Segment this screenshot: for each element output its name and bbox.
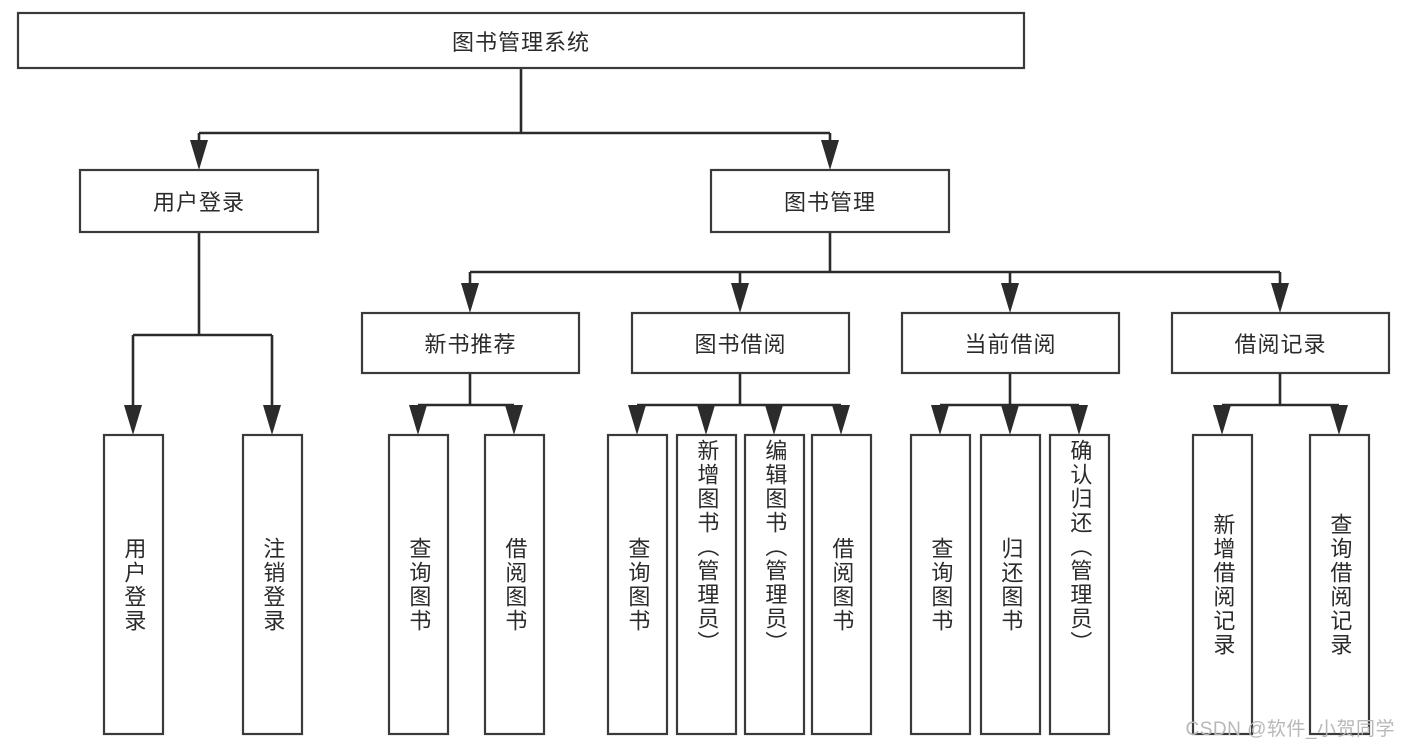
node-box-leaf-query-book-cur[interactable] xyxy=(909,433,972,736)
arrowhead-leaf-edit-book xyxy=(765,405,783,435)
node-box-book-management[interactable] xyxy=(709,168,951,234)
node-box-leaf-return-book[interactable] xyxy=(979,433,1042,736)
arrowhead-current-borrow xyxy=(1001,283,1019,313)
node-layer xyxy=(16,11,1391,736)
node-box-leaf-borrow-book-bor[interactable] xyxy=(810,433,873,736)
arrowhead-borrow-record xyxy=(1271,283,1289,313)
node-box-leaf-user-logout[interactable] xyxy=(241,433,304,736)
node-box-leaf-user-login[interactable] xyxy=(102,433,165,736)
arrowhead-leaf-borrow-book-bor xyxy=(832,405,850,435)
node-box-leaf-borrow-book-rec[interactable] xyxy=(483,433,546,736)
arrowhead-leaf-confirm-return xyxy=(1070,405,1088,435)
arrowhead-leaf-user-login xyxy=(124,405,142,435)
arrowhead-book-management xyxy=(821,140,839,170)
watermark-text: CSDN @软件_小贺同学 xyxy=(1185,719,1395,740)
node-box-user-login[interactable] xyxy=(78,168,320,234)
node-box-root[interactable] xyxy=(16,11,1026,70)
node-box-new-book-recommend[interactable] xyxy=(360,311,581,375)
arrowhead-leaf-borrow-book-rec xyxy=(505,405,523,435)
connector-layer xyxy=(124,68,1348,435)
arrowhead-new-book-recommend xyxy=(461,283,479,313)
node-box-borrow-record[interactable] xyxy=(1170,311,1391,375)
node-box-leaf-query-record[interactable] xyxy=(1308,433,1371,736)
arrowhead-book-borrow xyxy=(731,283,749,313)
arrowhead-user-login xyxy=(190,140,208,170)
arrowhead-leaf-query-book-bor xyxy=(628,405,646,435)
node-box-leaf-query-book-bor[interactable] xyxy=(606,433,669,736)
arrowhead-leaf-user-logout xyxy=(263,405,281,435)
arrowhead-leaf-query-book-cur xyxy=(931,405,949,435)
node-box-current-borrow[interactable] xyxy=(900,311,1121,375)
node-box-leaf-query-book-rec[interactable] xyxy=(387,433,450,736)
node-box-book-borrow[interactable] xyxy=(630,311,851,375)
node-box-leaf-add-record[interactable] xyxy=(1191,433,1254,736)
arrowhead-leaf-add-record xyxy=(1213,405,1231,435)
arrowhead-leaf-add-book xyxy=(697,405,715,435)
arrowhead-leaf-query-book-rec xyxy=(409,405,427,435)
arrowhead-leaf-query-record xyxy=(1330,405,1348,435)
node-box-leaf-add-book[interactable] xyxy=(675,433,738,736)
arrowhead-leaf-return-book xyxy=(1001,405,1019,435)
node-box-leaf-confirm-return[interactable] xyxy=(1048,433,1111,736)
node-box-leaf-edit-book[interactable] xyxy=(743,433,806,736)
